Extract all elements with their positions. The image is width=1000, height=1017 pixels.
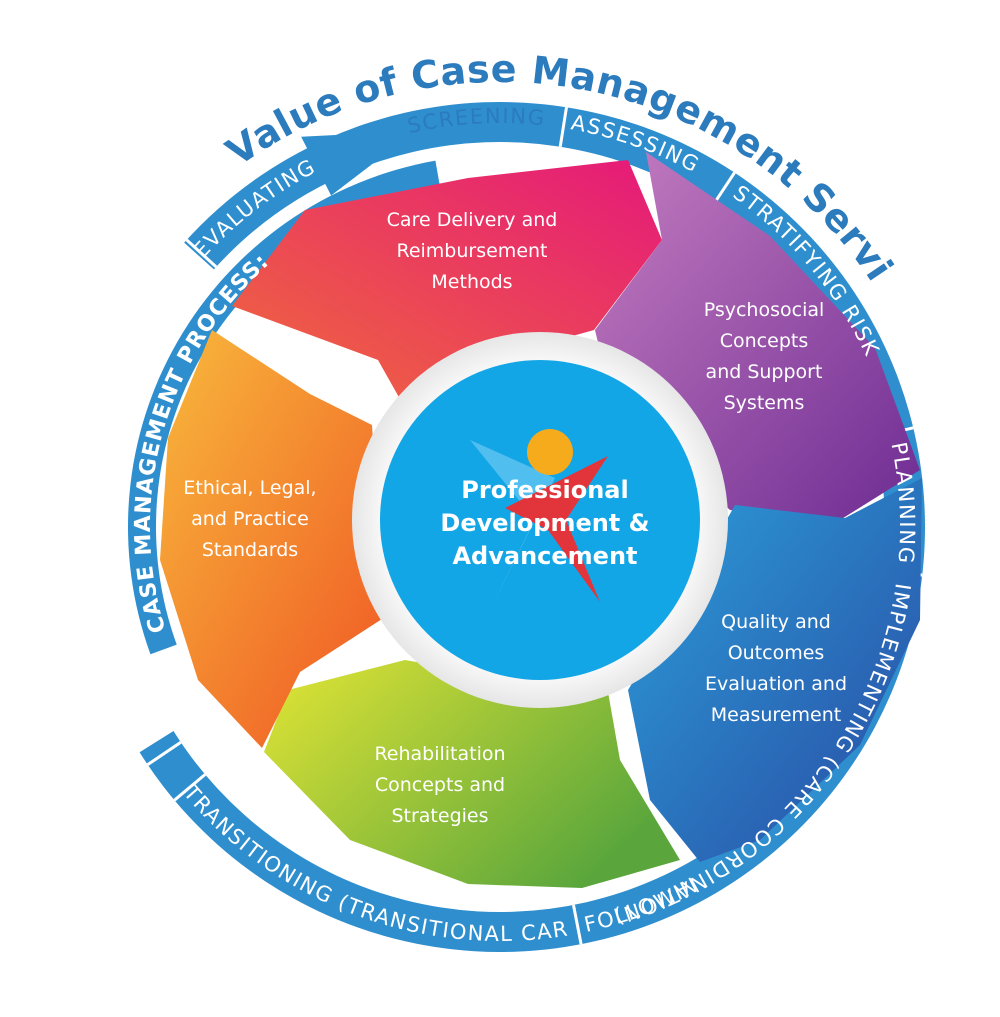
segment-label-line: Concepts xyxy=(720,330,808,352)
process-ring-arrow-shaft xyxy=(184,138,344,270)
segment-label-line: Measurement xyxy=(711,704,841,726)
segment-label-line: Care Delivery and xyxy=(387,209,558,231)
person-figure-light xyxy=(470,440,555,610)
process-label-arc xyxy=(127,160,441,655)
segment-label-line: Rehabilitation xyxy=(374,743,505,765)
ring-divider xyxy=(146,741,182,766)
segment-label-line: Concepts and xyxy=(375,774,505,796)
process-ring xyxy=(139,102,925,953)
segment-label-line: and Support xyxy=(706,361,823,383)
segment-label-line: Psychosocial xyxy=(704,299,825,321)
segment-label-line: and Practice xyxy=(191,508,309,530)
segment-label-line: Evaluation and xyxy=(705,673,847,695)
segment-label-line: Methods xyxy=(431,271,512,293)
segment-label-line: Outcomes xyxy=(728,642,825,664)
segment-care-delivery xyxy=(232,160,662,408)
segment-label-line: Quality and xyxy=(721,611,831,633)
segment-label-line: Reimbursement xyxy=(396,240,547,262)
segment-label-line: Ethical, Legal, xyxy=(183,477,316,499)
person-figure-red xyxy=(505,456,608,602)
segment-label-line: Systems xyxy=(724,392,805,414)
center-label-line: Advancement xyxy=(452,542,637,570)
segment-label-line: Strategies xyxy=(391,805,488,827)
ring-divider xyxy=(571,904,583,945)
ring-divider xyxy=(173,773,207,802)
center-label-line: Professional xyxy=(461,476,628,504)
segment-label-line: Standards xyxy=(202,539,298,561)
person-head-icon xyxy=(527,429,573,475)
ring-divider xyxy=(558,106,568,147)
ring-divider xyxy=(185,238,218,269)
segment-ethical xyxy=(160,330,396,748)
segment-rehabilitation xyxy=(264,660,680,888)
ring-arrow-head xyxy=(301,130,416,196)
center-label-line: Development & xyxy=(440,509,649,537)
